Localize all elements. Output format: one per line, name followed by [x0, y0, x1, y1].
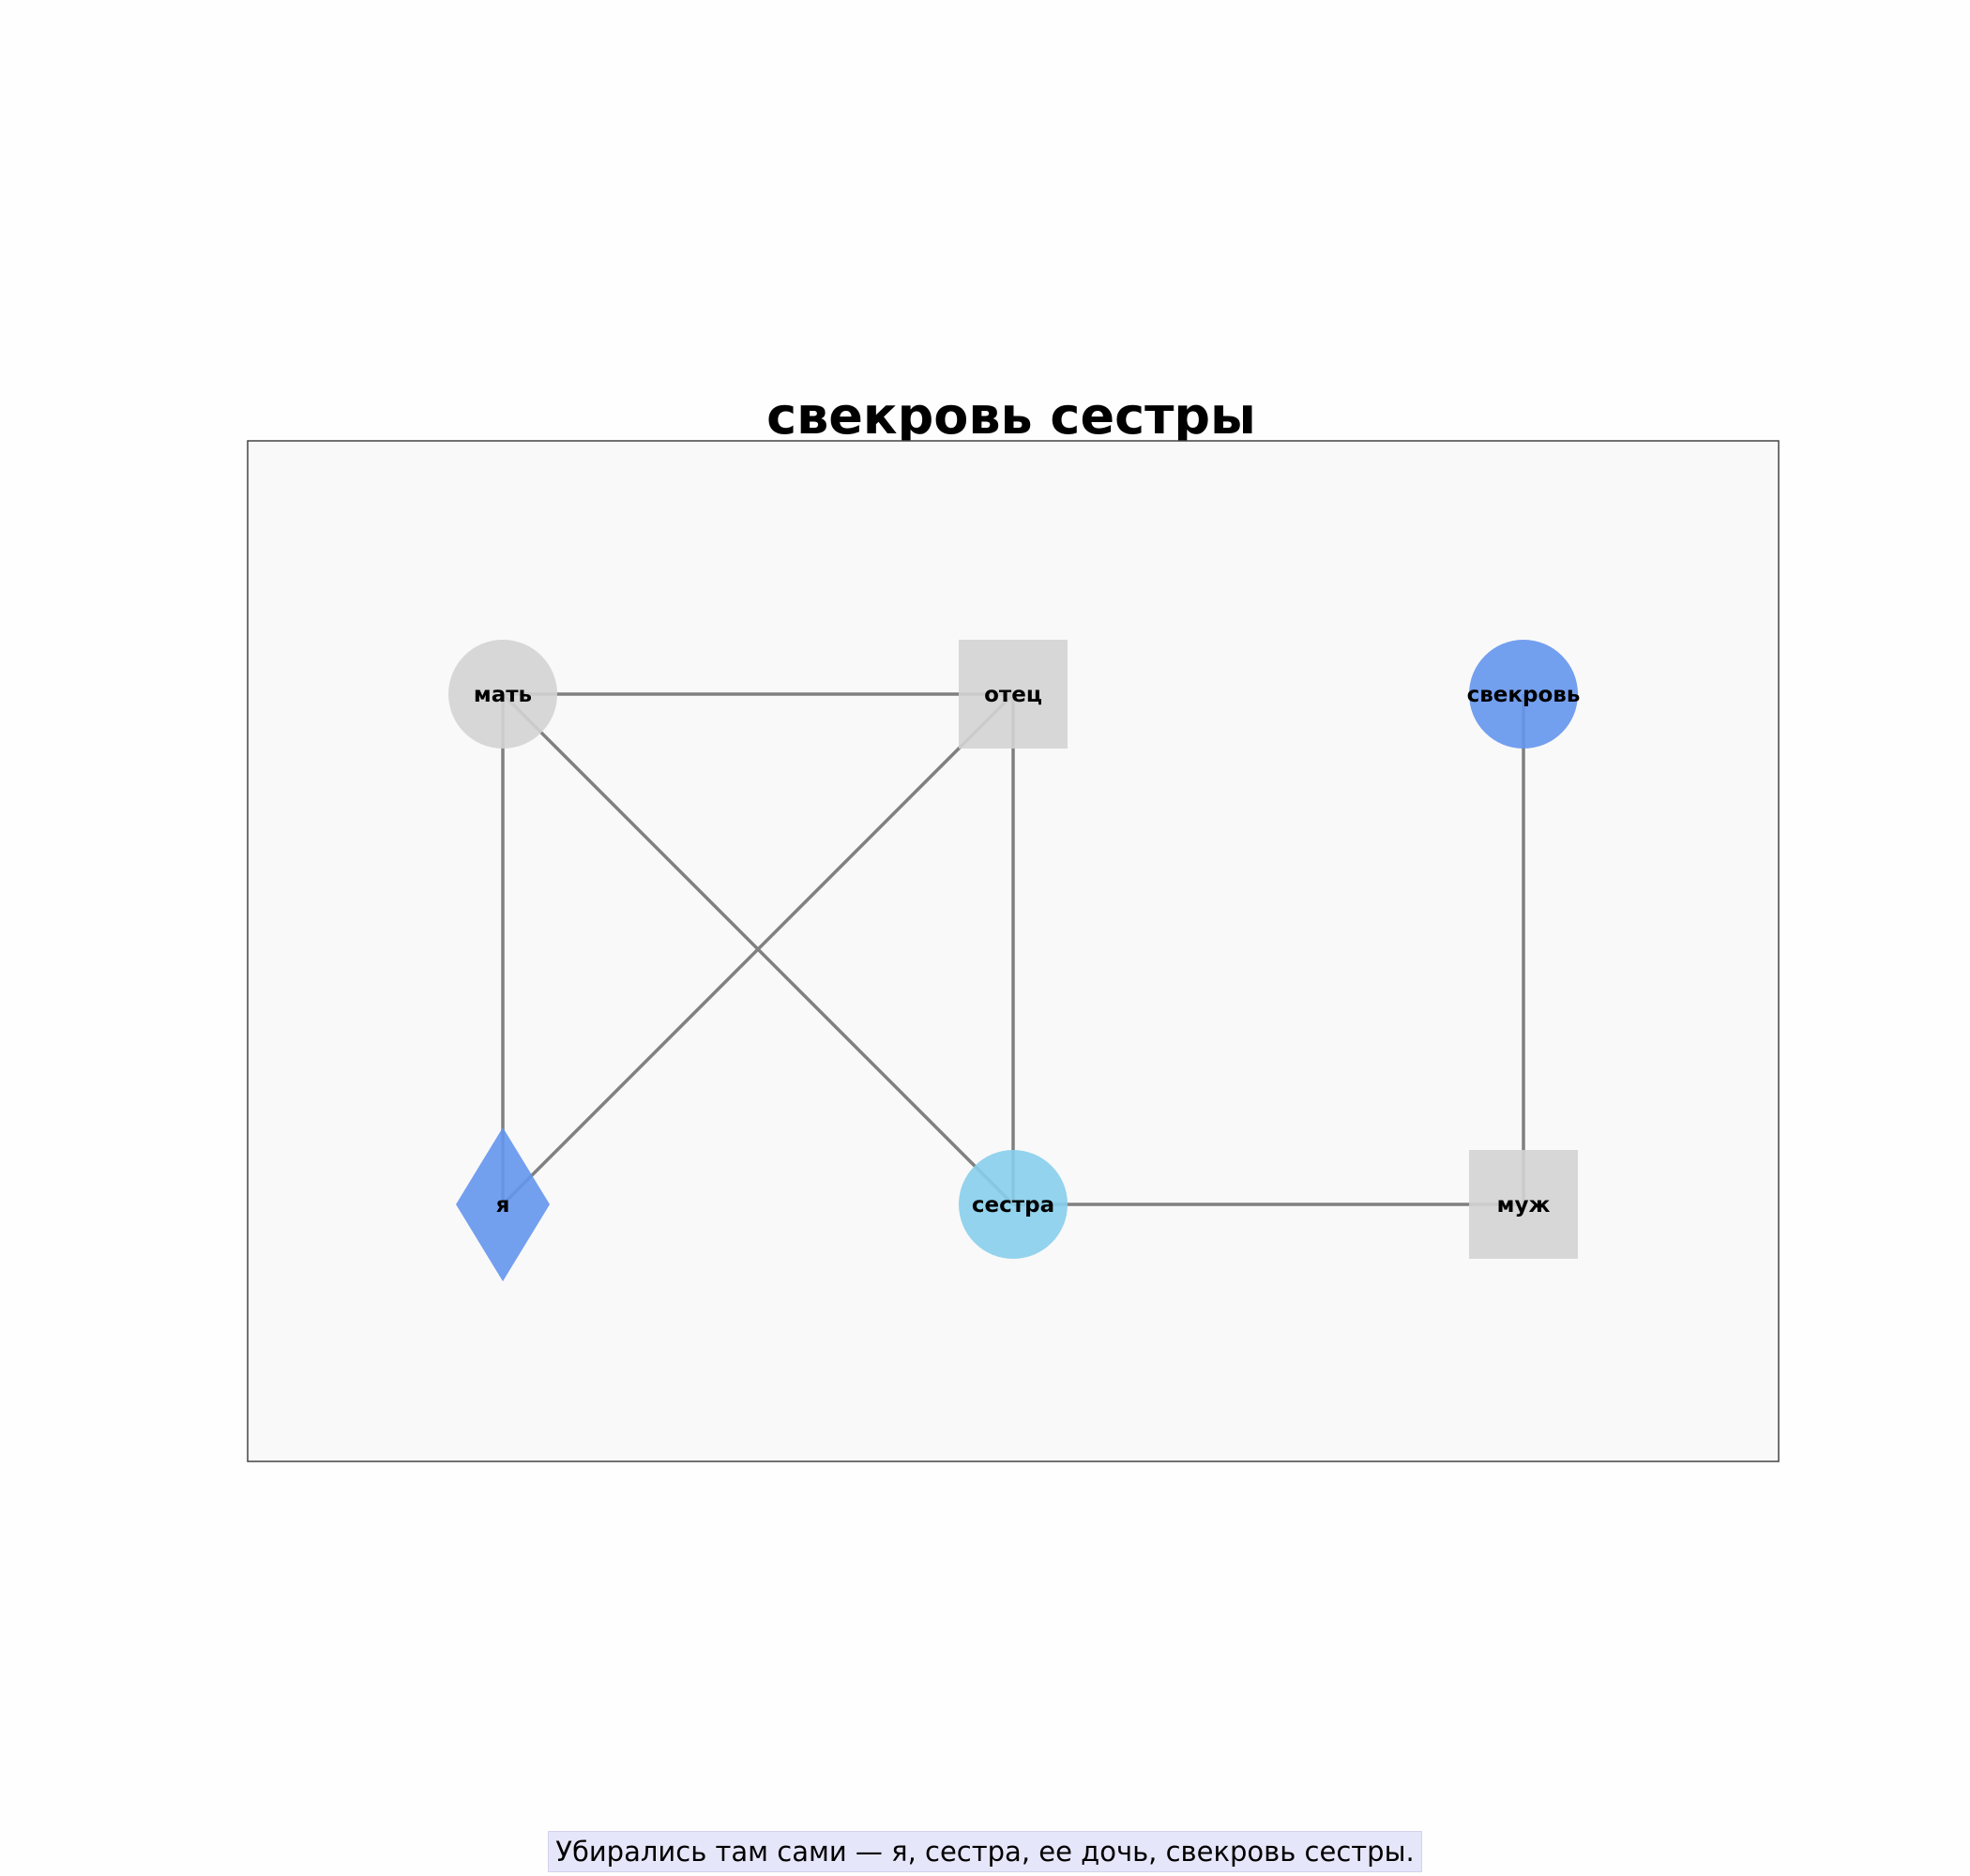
node-me: я	[456, 1127, 550, 1281]
node-sister-shape	[959, 1150, 1068, 1259]
node-father-label: отец	[984, 683, 1042, 707]
node-mother-shape	[448, 640, 557, 749]
node-me-shape	[456, 1127, 550, 1281]
node-mil-label: свекровь	[1467, 683, 1581, 707]
node-husband: муж	[1469, 1150, 1578, 1259]
nodes-layer: мать отец свекровь я сестра муж	[448, 640, 1580, 1281]
caption-text: Убирались там сами — я, сестра, ее дочь,…	[548, 1831, 1422, 1872]
node-me-label: я	[496, 1193, 510, 1218]
node-husband-label: муж	[1497, 1193, 1551, 1218]
caption-box: Убирались там сами — я, сестра, ее дочь,…	[0, 1831, 1970, 1872]
node-father: отец	[959, 640, 1068, 749]
edge-father-me	[501, 692, 1015, 1206]
node-mil-shape	[1469, 640, 1578, 749]
edges-layer	[501, 692, 1525, 1206]
node-mother-label: мать	[474, 683, 532, 707]
diagram-title: свекровь сестры	[766, 386, 1256, 446]
node-husband-shape	[1469, 1150, 1578, 1259]
node-sister-label: сестра	[972, 1193, 1054, 1218]
node-mil: свекровь	[1467, 640, 1581, 749]
node-mother: мать	[448, 640, 557, 749]
node-father-shape	[959, 640, 1068, 749]
node-sister: сестра	[959, 1150, 1068, 1259]
